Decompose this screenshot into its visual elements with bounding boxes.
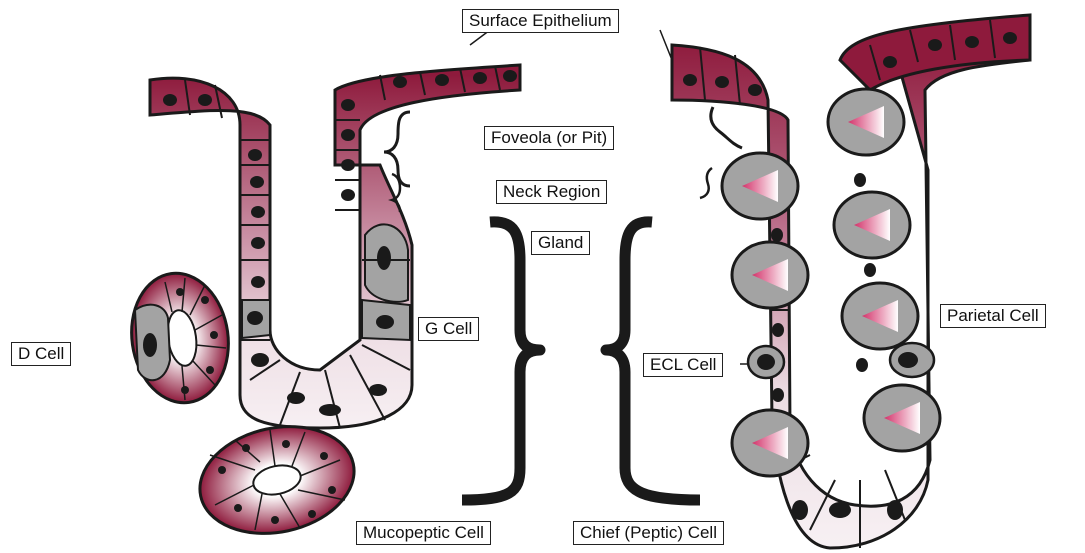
right-gland: [672, 15, 1030, 548]
parietal-cell: [834, 192, 910, 258]
foveola-brace-left: [384, 112, 410, 186]
gland-brace-left: [462, 222, 540, 500]
mucopeptic-cross-section: [190, 413, 364, 547]
d-cell-cross-section: [123, 267, 236, 409]
label-gland: Gland: [531, 231, 590, 255]
label-ecl-cell: ECL Cell: [643, 353, 723, 377]
label-foveola: Foveola (or Pit): [484, 126, 614, 150]
ecl-cell: [748, 346, 784, 378]
parietal-cell: [722, 153, 798, 219]
parietal-cell: [732, 410, 808, 476]
parietal-cell: [732, 242, 808, 308]
braces: [384, 107, 742, 500]
label-neck-region: Neck Region: [496, 180, 607, 204]
label-g-cell: G Cell: [418, 317, 479, 341]
label-surface-epithelium: Surface Epithelium: [462, 9, 619, 33]
foveola-brace-right: [711, 107, 742, 148]
parietal-cell: [828, 89, 904, 155]
neck-brace-right: [700, 168, 712, 198]
parietal-cell: [864, 385, 940, 451]
label-d-cell: D Cell: [11, 342, 71, 366]
label-mucopeptic-cell: Mucopeptic Cell: [356, 521, 491, 545]
cropped-top-edge: [0, 0, 1085, 5]
ecl-cell: [890, 343, 934, 377]
label-parietal-cell: Parietal Cell: [940, 304, 1046, 328]
label-chief-cell: Chief (Peptic) Cell: [573, 521, 724, 545]
parietal-cells: [722, 89, 940, 476]
parietal-cell: [842, 283, 918, 349]
